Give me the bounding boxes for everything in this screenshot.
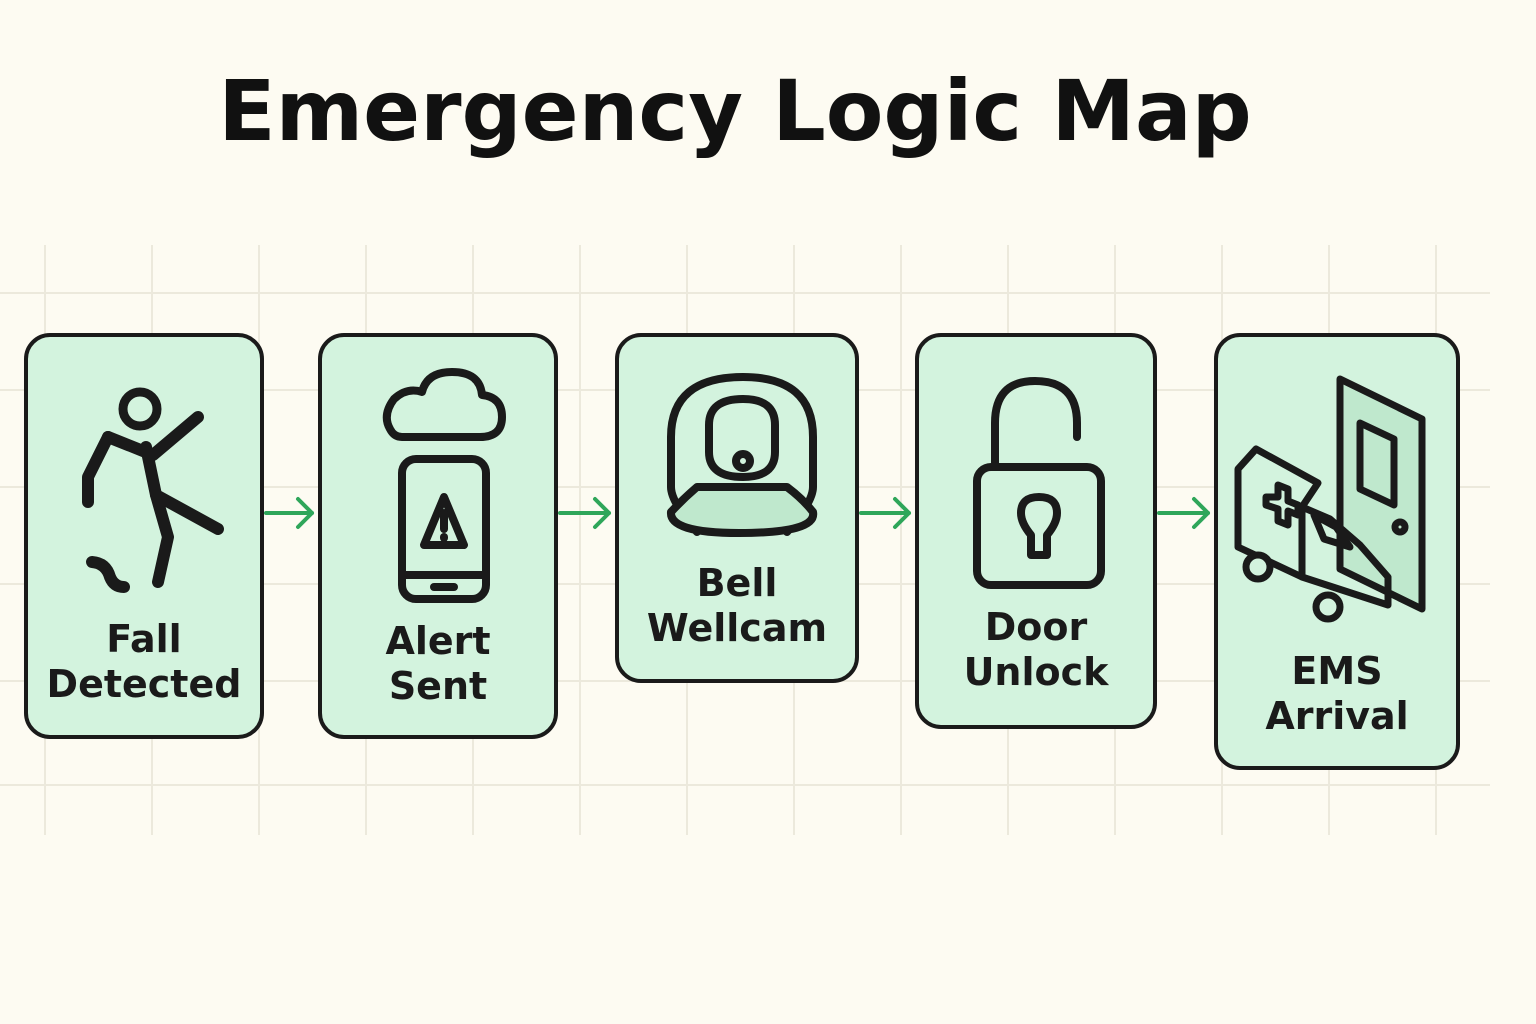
step-label-line2: Wellcam bbox=[646, 606, 828, 650]
arrow-right-icon bbox=[1157, 497, 1210, 529]
falling-person-icon bbox=[82, 387, 224, 593]
step-fall-detected: Fall Detected bbox=[24, 333, 264, 739]
camera-icon bbox=[667, 373, 818, 537]
step-alert-sent: Alert Sent bbox=[318, 333, 558, 739]
step-bell-wellcam: Bell Wellcam bbox=[615, 333, 859, 683]
ambulance-door-icon bbox=[1234, 375, 1426, 623]
step-door-unlock: Door Unlock bbox=[915, 333, 1157, 729]
arrow-right-icon bbox=[859, 497, 911, 529]
step-label-line2: Unlock bbox=[963, 650, 1109, 694]
unlocked-padlock-icon bbox=[973, 377, 1105, 589]
step-label-line2: Sent bbox=[388, 664, 488, 708]
step-label-line1: Bell bbox=[696, 561, 778, 605]
step-ems-arrival: EMS Arrival bbox=[1214, 333, 1460, 770]
step-label-line1: EMS bbox=[1291, 649, 1383, 693]
page-title: Emergency Logic Map bbox=[218, 62, 1252, 160]
step-label-line2: Detected bbox=[46, 662, 242, 706]
cloud-phone-alert-icon bbox=[382, 368, 506, 603]
step-label-line1: Alert bbox=[385, 619, 491, 663]
arrow-right-icon bbox=[264, 497, 314, 529]
step-label-line2: Arrival bbox=[1265, 694, 1409, 738]
step-label-line1: Door bbox=[984, 605, 1088, 649]
step-label-line1: Fall bbox=[106, 617, 182, 661]
arrow-right-icon bbox=[558, 497, 611, 529]
